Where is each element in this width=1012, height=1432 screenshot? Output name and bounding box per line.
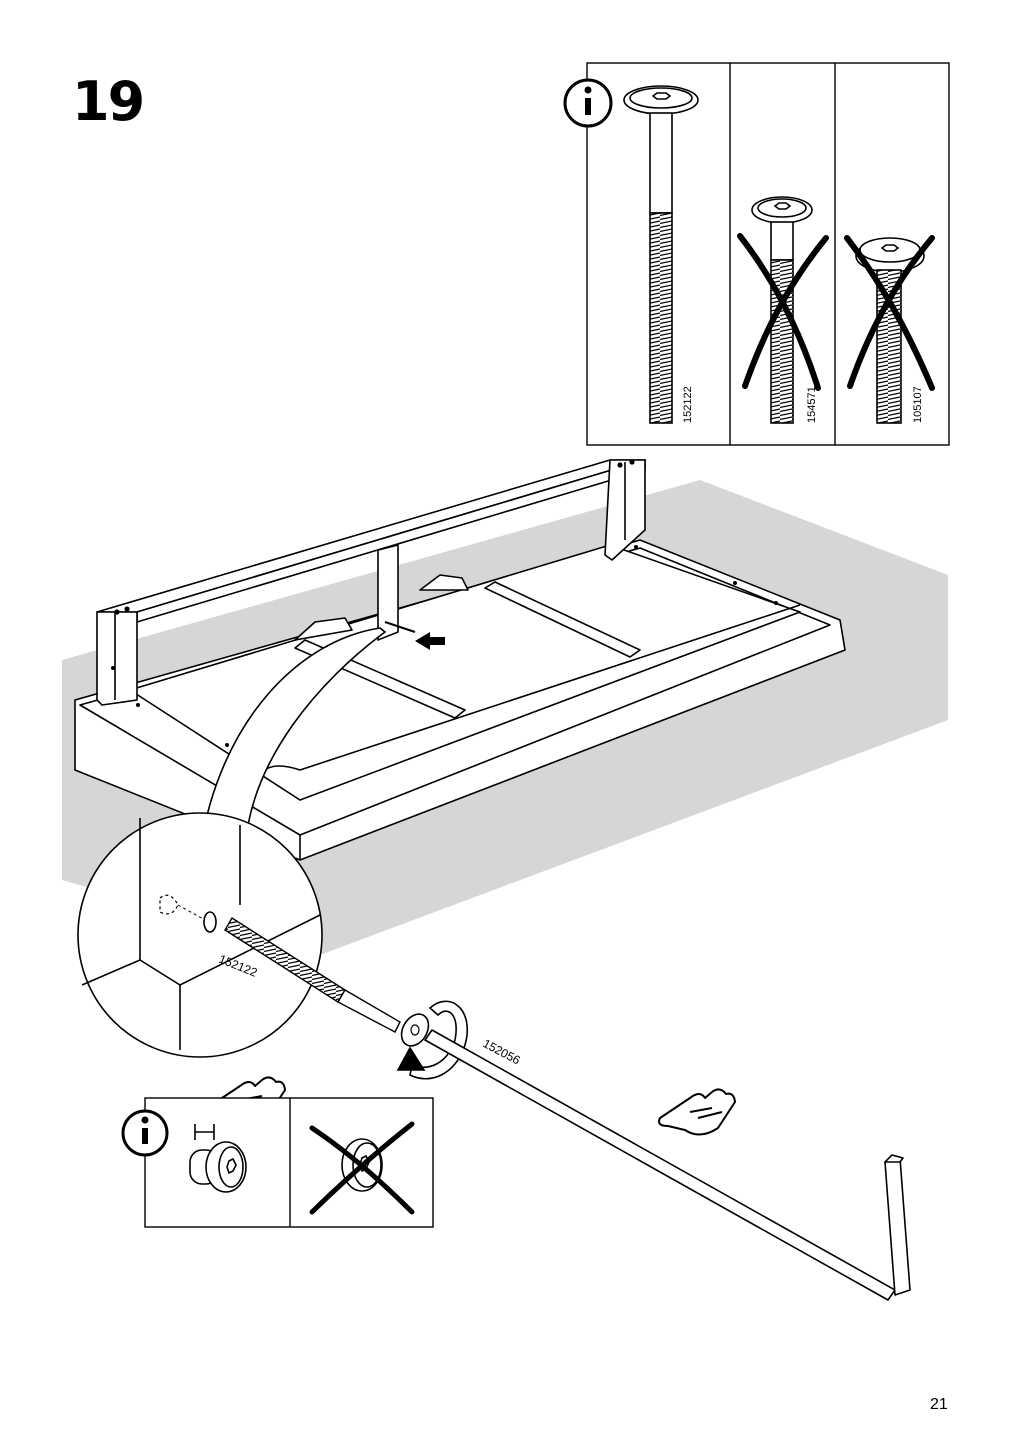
frame-holes bbox=[111, 459, 778, 747]
hand-pointer-icon bbox=[208, 1076, 286, 1124]
rotation-arrow bbox=[396, 1000, 468, 1080]
sofa-frame bbox=[74, 459, 846, 861]
step-number: 19 bbox=[72, 70, 145, 133]
page-number: 21 bbox=[930, 1396, 948, 1413]
detail-callout bbox=[77, 812, 323, 1058]
insertion-arrow bbox=[384, 621, 445, 650]
bolt-152122 bbox=[224, 917, 430, 1047]
hand-pointer-icon bbox=[658, 1088, 736, 1136]
allen-key-152056 bbox=[424, 1029, 911, 1301]
